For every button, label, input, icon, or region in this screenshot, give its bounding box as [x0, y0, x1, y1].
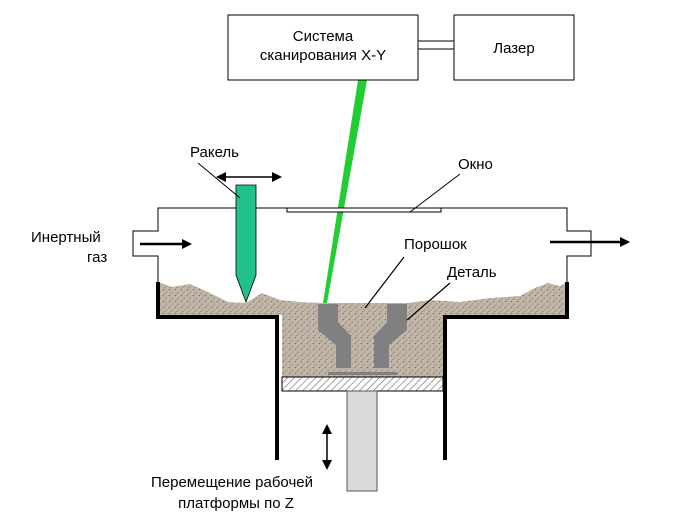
scanner-label-line2: сканирования X-Y — [260, 47, 386, 64]
powder-label: Порошок — [404, 236, 467, 253]
platform-label-line2: платформы по Z — [178, 495, 294, 512]
powder-bed — [158, 282, 567, 382]
laser-box — [453, 14, 575, 81]
window-leader — [409, 173, 461, 213]
inert-gas-label-line1: Инертный — [31, 229, 101, 246]
piston-rod — [346, 390, 378, 492]
scanner-box — [227, 14, 419, 81]
part-shape — [318, 304, 407, 375]
recoater-blade — [235, 184, 257, 304]
chamber-walls — [156, 282, 569, 460]
build-platform — [281, 376, 444, 392]
platform-label-line1: Перемещение рабочей — [151, 474, 313, 491]
window-label: Окно — [458, 156, 493, 173]
recoater-leader — [197, 162, 241, 199]
part-leader — [406, 282, 451, 321]
powder-leader — [364, 256, 405, 309]
chamber-outline — [132, 207, 592, 282]
laser-label: Лазер — [493, 40, 534, 57]
scanner-label-line1: Система — [293, 28, 354, 45]
laser-beam — [323, 80, 367, 303]
window — [286, 207, 442, 213]
inert-gas-label-line2: газ — [87, 249, 107, 266]
part-label: Деталь — [447, 264, 497, 281]
recoater-label: Ракель — [190, 144, 239, 161]
